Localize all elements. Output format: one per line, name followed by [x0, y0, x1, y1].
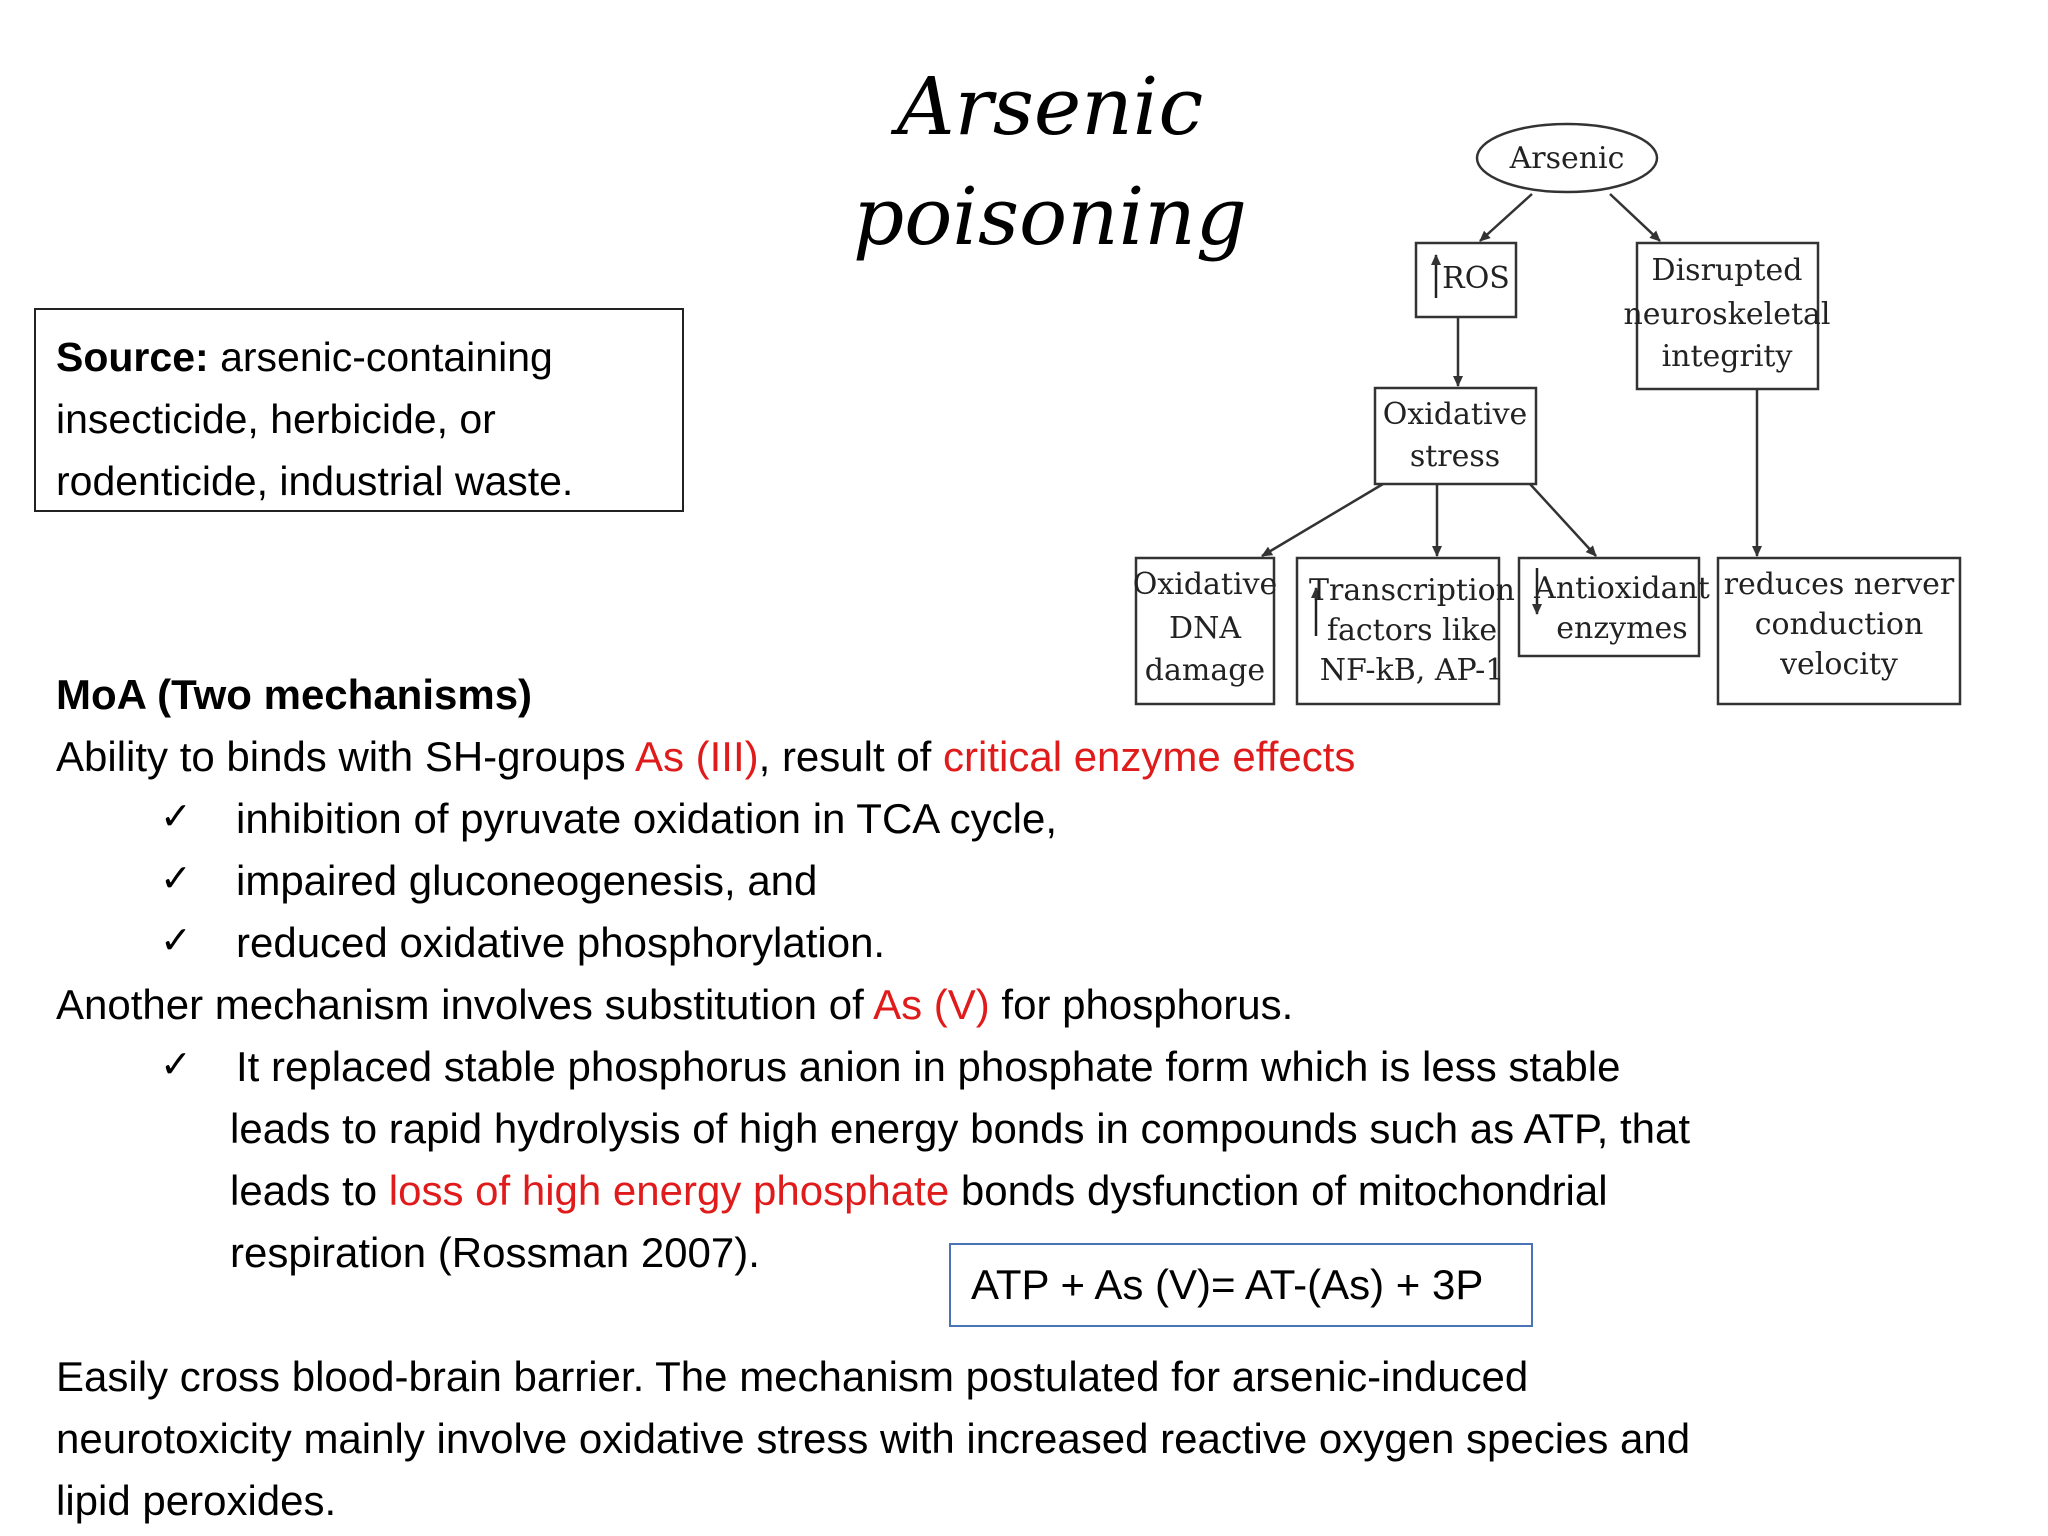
check-icon: ✓: [160, 1042, 192, 1086]
node-disrupted-line-1: Disrupted: [1652, 253, 1803, 288]
node-oxidative-stress-line-1: Oxidative: [1383, 397, 1528, 432]
edge-arsenic-disrupted: [1609, 193, 1661, 242]
moa-line-1-mid: , result of: [758, 733, 944, 780]
source-label: Source:: [56, 334, 209, 380]
moa-line-2: Another mechanism involves substitution …: [56, 975, 1293, 1035]
effect-item: impaired gluconeogenesis, and: [236, 857, 818, 904]
source-line-1: Source: arsenic-containing: [56, 326, 662, 388]
node-disrupted-line-2: neuroskeletal: [1623, 297, 1830, 332]
node-oxidative-stress: [1373, 386, 1538, 486]
node-antioxidant-line-2: enzymes: [1556, 611, 1687, 646]
node-dna-damage-line-2: DNA: [1169, 611, 1241, 646]
effect-item: inhibition of pyruvate oxidation in TCA …: [236, 795, 1058, 842]
node-nerve-line-1: reduces nerver: [1724, 567, 1955, 602]
edge-arsenic-ros: [1479, 193, 1533, 242]
node-antioxidant-line-1: Antioxidant: [1533, 571, 1710, 606]
check-icon: ✓: [160, 856, 192, 900]
node-ros-label: ROS: [1442, 261, 1510, 296]
node-transcription: [1295, 556, 1501, 706]
node-nerve: [1716, 556, 1962, 706]
moa-heading: MoA (Two mechanisms): [56, 671, 533, 718]
node-dna-damage: [1134, 556, 1276, 706]
moa-line-2-pre: Another mechanism involves substitution …: [56, 981, 874, 1028]
node-nerve-line-2: conduction: [1755, 607, 1924, 642]
edge-oxidative-antioxidant: [1529, 483, 1597, 557]
node-transcription-line-3: NF-kB, AP-1: [1320, 653, 1505, 688]
node-arsenic: [1475, 122, 1659, 194]
node-arsenic-label: Arsenic: [1509, 141, 1625, 176]
replaced-line-3-pre: leads to: [230, 1167, 389, 1214]
node-transcription-line-2: factors like: [1327, 613, 1497, 648]
node-dna-damage-line-3: damage: [1145, 653, 1265, 688]
node-nerve-line-3: velocity: [1779, 647, 1898, 682]
node-transcription-line-1: Transcription: [1309, 573, 1515, 608]
bbb-line-3: lipid peroxides.: [56, 1477, 337, 1524]
node-dna-damage-line-1: Oxidative: [1133, 567, 1278, 602]
node-disrupted-line-3: integrity: [1662, 339, 1793, 374]
node-antioxidant: [1517, 556, 1701, 658]
page-title: Arsenic poisoning: [852, 60, 1248, 263]
replaced-line-2: leads to rapid hydrolysis of high energy…: [230, 1105, 1690, 1152]
node-disrupted: [1635, 241, 1820, 391]
as-v-highlight: As (V): [873, 981, 990, 1028]
bbb-line-2: neurotoxicity mainly involve oxidative s…: [56, 1415, 1691, 1462]
source-text-1: arsenic-containing: [220, 334, 553, 380]
effect-item: reduced oxidative phosphorylation.: [236, 919, 886, 966]
source-box: Source: arsenic-containing insecticide, …: [34, 308, 684, 512]
as-iii-highlight: As (III): [634, 733, 759, 780]
check-icon: ✓: [160, 918, 192, 962]
replaced-line-1: It replaced stable phosphorus anion in p…: [236, 1043, 1621, 1090]
loss-high-energy-highlight: loss of high energy phosphate: [388, 1167, 950, 1214]
replaced-line-4: respiration (Rossman 2007).: [230, 1229, 760, 1276]
source-line-2: insecticide, herbicide, or: [56, 396, 496, 442]
equation-box: ATP + As (V)= AT-(As) + 3P: [949, 1243, 1533, 1327]
moa-line-1-pre: Ability to binds with SH-groups: [56, 733, 635, 780]
replaced-line-3-post: bonds dysfunction of mitochondrial: [949, 1167, 1608, 1214]
source-line-3: rodenticide, industrial waste.: [56, 458, 574, 504]
edge-oxidative-dna: [1261, 482, 1384, 558]
critical-enzyme-highlight: critical enzyme effects: [943, 733, 1356, 780]
node-oxidative-stress-line-2: stress: [1410, 439, 1500, 474]
moa-line-1: Ability to binds with SH-groups As (III)…: [56, 727, 1355, 787]
bbb-line-1: Easily cross blood-brain barrier. The me…: [56, 1353, 1529, 1400]
check-icon: ✓: [160, 794, 192, 838]
replaced-line-3: leads to loss of high energy phosphate b…: [230, 1161, 1608, 1221]
moa-line-2-post: for phosphorus.: [989, 981, 1294, 1028]
